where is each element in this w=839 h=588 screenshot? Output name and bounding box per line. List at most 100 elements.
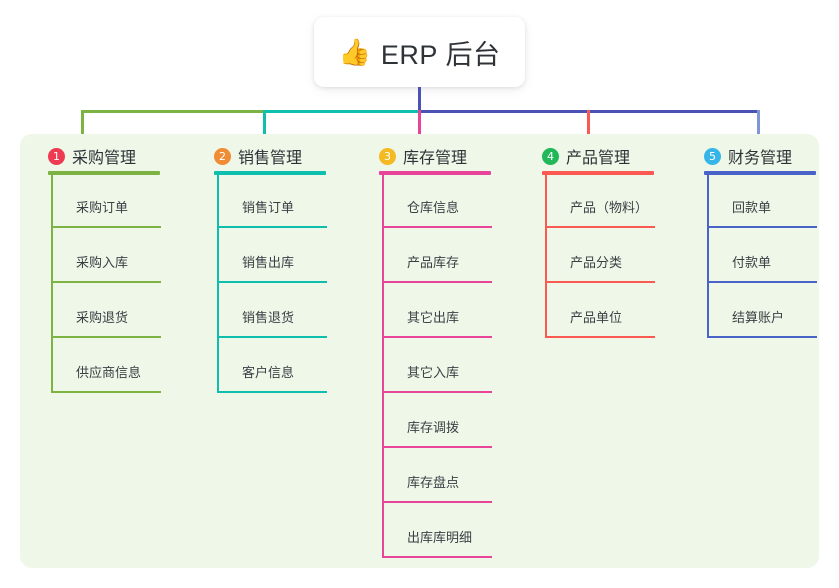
module-item[interactable]: 客户信息	[217, 338, 360, 393]
module-spine	[707, 173, 709, 338]
module-item[interactable]: 其它入库	[382, 338, 525, 393]
module-item-rule	[217, 391, 327, 393]
module-number-badge: 1	[48, 147, 65, 165]
module-item-rule	[51, 391, 161, 393]
module-header-rule	[214, 171, 326, 175]
diagram-title-card: 👍 ERP 后台	[314, 17, 525, 87]
module-item-rule	[382, 501, 492, 503]
module-item-label: 销售退货	[242, 310, 295, 325]
module-item-rule	[545, 226, 655, 228]
connector-bar-right	[419, 110, 760, 113]
module-item-label: 产品单位	[570, 310, 623, 325]
module-item-label: 结算账户	[732, 310, 785, 325]
module-header-rule	[542, 171, 654, 175]
module-item-list: 产品（物料） 产品分类产品单位	[545, 173, 688, 338]
module-item-label: 采购入库	[76, 255, 129, 270]
module-item-rule	[217, 281, 327, 283]
module-item-rule	[382, 226, 492, 228]
module-item[interactable]: 产品单位	[545, 283, 688, 338]
module-item-label: 客户信息	[242, 365, 295, 380]
module-item[interactable]: 库存盘点	[382, 448, 525, 503]
module-number-badge: 4	[542, 147, 559, 165]
module-item-list: 采购订单采购入库采购退货供应商信息	[51, 173, 194, 393]
module-item-rule	[51, 226, 161, 228]
module-item-label: 产品分类	[570, 255, 623, 270]
module-item-label: 其它出库	[407, 310, 460, 325]
drop-connector-5	[756, 110, 760, 146]
module-item[interactable]: 销售订单	[217, 173, 360, 228]
module-spine	[382, 173, 384, 558]
module-item-rule	[217, 226, 327, 228]
module-item[interactable]: 其它出库	[382, 283, 525, 338]
module-item-rule	[382, 281, 492, 283]
module-item[interactable]: 回款单	[707, 173, 839, 228]
module-item-rule	[545, 336, 655, 338]
module-item-rule	[217, 336, 327, 338]
module-number-badge: 5	[704, 147, 721, 165]
module-spine	[545, 173, 547, 338]
module-item[interactable]: 付款单	[707, 228, 839, 283]
module-item[interactable]: 销售退货	[217, 283, 360, 338]
module-item[interactable]: 供应商信息	[51, 338, 194, 393]
module-item-rule	[51, 281, 161, 283]
module-item-label: 其它入库	[407, 365, 460, 380]
module-item[interactable]: 产品（物料）	[545, 173, 688, 228]
module-item[interactable]: 采购入库	[51, 228, 194, 283]
connector-bar-mid	[264, 110, 419, 113]
module-item-label: 销售订单	[242, 200, 295, 215]
module-item[interactable]: 结算账户	[707, 283, 839, 338]
module-item-list: 仓库信息产品库存其它出库其它入库库存调拨库存盘点出库库明细	[382, 173, 525, 558]
title-content: 👍 ERP 后台	[339, 33, 501, 72]
module-number-badge: 3	[379, 147, 396, 165]
module-item-label: 回款单	[732, 200, 772, 215]
module-header-rule	[48, 171, 160, 175]
page-title: ERP 后台	[380, 39, 501, 70]
module-item-label: 供应商信息	[76, 365, 142, 380]
connector-bar-left	[82, 110, 264, 113]
module-header-4[interactable]: 4 产品管理	[542, 144, 630, 168]
module-item[interactable]: 采购订单	[51, 173, 194, 228]
module-item[interactable]: 产品分类	[545, 228, 688, 283]
module-item-rule	[382, 391, 492, 393]
module-title: 销售管理	[238, 150, 303, 167]
module-header-rule	[704, 171, 816, 175]
module-item[interactable]: 采购退货	[51, 283, 194, 338]
module-item-rule	[51, 336, 161, 338]
module-header-5[interactable]: 5 财务管理	[704, 144, 792, 168]
module-item-label: 采购订单	[76, 200, 129, 215]
module-item[interactable]: 销售出库	[217, 228, 360, 283]
module-spine	[217, 173, 219, 393]
thumbs-up-icon: 👍	[338, 37, 371, 67]
module-item-label: 出库库明细	[407, 530, 473, 545]
module-item-list: 回款单付款单结算账户	[707, 173, 839, 338]
drop-connector-2	[262, 110, 266, 146]
module-item-rule	[382, 556, 492, 558]
module-item[interactable]: 仓库信息	[382, 173, 525, 228]
module-item-label: 仓库信息	[407, 200, 460, 215]
module-item-label: 采购退货	[76, 310, 129, 325]
module-item-label: 销售出库	[242, 255, 295, 270]
module-title: 产品管理	[566, 150, 631, 167]
module-item-label: 付款单	[732, 255, 772, 270]
module-item[interactable]: 出库库明细	[382, 503, 525, 558]
module-item-rule	[707, 226, 817, 228]
module-item-rule	[545, 281, 655, 283]
module-item[interactable]: 产品库存	[382, 228, 525, 283]
module-item-list: 销售订单销售出库销售退货客户信息	[217, 173, 360, 393]
module-item-label: 产品（物料）	[570, 200, 649, 215]
module-item-label: 库存盘点	[407, 475, 460, 490]
module-item[interactable]: 库存调拨	[382, 393, 525, 448]
module-item-rule	[707, 336, 817, 338]
module-title: 财务管理	[728, 150, 793, 167]
drop-connector-3	[417, 110, 421, 146]
module-header-rule	[379, 171, 491, 175]
module-item-label: 库存调拨	[407, 420, 460, 435]
module-spine	[51, 173, 53, 393]
drop-connector-1	[80, 110, 84, 146]
module-item-rule	[382, 336, 492, 338]
